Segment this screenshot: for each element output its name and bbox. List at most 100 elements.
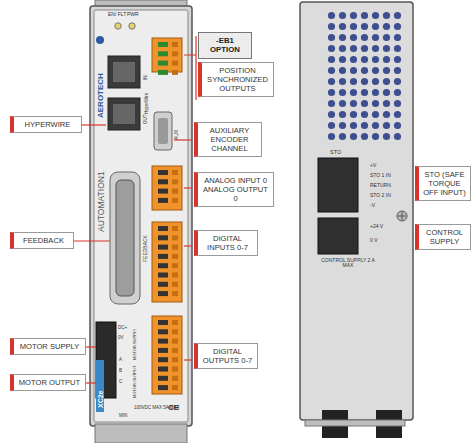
vertical-label: HyperWire bbox=[145, 93, 150, 114]
callout-text: MOTOR SUPPLY bbox=[17, 342, 82, 351]
callout-text: MOTOR OUTPUT bbox=[17, 378, 82, 387]
callout-leaders bbox=[86, 346, 96, 347]
panel-label: RETURN bbox=[370, 183, 391, 188]
terminal-pins bbox=[158, 329, 168, 334]
callout-text: AUXILIARY ENCODER CHANNEL bbox=[201, 126, 258, 153]
hyperwire-ports bbox=[108, 56, 140, 130]
terminal-pins bbox=[158, 273, 168, 278]
hyperwire-ports bbox=[108, 98, 140, 130]
terminal-pins bbox=[172, 245, 178, 250]
callout-box: DIGITAL OUTPUTS 0-7 bbox=[194, 343, 258, 369]
callout-leaders bbox=[184, 187, 192, 188]
drive-side bbox=[318, 218, 358, 254]
panel-label: -V bbox=[370, 203, 375, 208]
feedback-connector bbox=[116, 180, 134, 296]
panel-label: STO 2 IN bbox=[370, 193, 391, 198]
drive-front bbox=[90, 6, 192, 426]
terminal-pins bbox=[158, 245, 168, 250]
panel-label: PWR bbox=[127, 12, 139, 17]
terminal-pins bbox=[172, 254, 178, 259]
terminal-pins bbox=[172, 385, 178, 390]
orange-terminal-blocks bbox=[152, 316, 182, 394]
terminal-pins bbox=[158, 42, 168, 47]
terminal-pins bbox=[158, 339, 168, 344]
vertical-label: OUT bbox=[144, 115, 149, 125]
callout-leaders bbox=[184, 359, 192, 360]
callout-text: DIGITAL OUTPUTS 0-7 bbox=[201, 347, 254, 365]
panel-label: STO 1 IN bbox=[370, 173, 391, 178]
callout-box: MOTOR OUTPUT bbox=[10, 374, 86, 391]
callout-box: FEEDBACK bbox=[10, 232, 74, 249]
terminal-pins bbox=[172, 367, 178, 372]
drive-front bbox=[96, 36, 104, 44]
callout-box: DIGITAL INPUTS 0-7 bbox=[194, 230, 258, 256]
vertical-label: AEROTECH bbox=[97, 73, 105, 118]
orange-terminal-blocks bbox=[152, 166, 182, 210]
panel-label: MIN bbox=[119, 414, 127, 419]
orange-terminal-blocks bbox=[152, 222, 182, 302]
callout-leaders bbox=[74, 240, 110, 241]
terminal-pins bbox=[172, 339, 178, 344]
vertical-label: MOTOR OUTPUT bbox=[133, 366, 137, 398]
callout-box: AUXILIARY ENCODER CHANNEL bbox=[194, 122, 262, 157]
hyperwire-ports bbox=[113, 62, 135, 82]
terminal-pins bbox=[158, 320, 168, 325]
terminal-pins bbox=[172, 291, 178, 296]
terminal-pins bbox=[172, 198, 178, 203]
terminal-pins bbox=[158, 198, 168, 203]
panel-label: CONTROL SUPPLY 2 A MAX bbox=[318, 258, 378, 268]
terminal-pins bbox=[172, 357, 178, 362]
panel-label: DC+ bbox=[118, 326, 127, 331]
drive-side bbox=[300, 2, 413, 420]
terminal-pins bbox=[158, 61, 168, 66]
terminal-pins bbox=[172, 179, 178, 184]
terminal-pins bbox=[172, 235, 178, 240]
vertical-label: IN bbox=[144, 76, 149, 81]
motor-connector bbox=[96, 360, 104, 412]
callout-text: ANALOG INPUT 0 ANALOG OUTPUT 0 bbox=[201, 176, 270, 203]
panel-label: EN/ FLT bbox=[108, 12, 126, 17]
terminal-pins bbox=[158, 376, 168, 381]
terminal-pins bbox=[158, 282, 168, 287]
vertical-label: XC2e bbox=[97, 390, 104, 408]
feedback-connector bbox=[110, 172, 140, 304]
callout-text: -EB1 OPTION bbox=[202, 36, 248, 55]
terminal-pins bbox=[158, 170, 168, 175]
drive-side bbox=[398, 212, 406, 220]
terminal-pins bbox=[172, 189, 178, 194]
hyperwire-ports bbox=[113, 104, 135, 124]
terminal-pins bbox=[158, 291, 168, 296]
terminal-pins bbox=[172, 273, 178, 278]
terminal-pins bbox=[172, 42, 178, 47]
terminal-pins bbox=[172, 263, 178, 268]
terminal-pins bbox=[172, 320, 178, 325]
drive-side bbox=[318, 158, 358, 212]
drive-side bbox=[326, 10, 403, 142]
panel-label: 0V bbox=[118, 336, 124, 341]
aux-connector bbox=[158, 118, 168, 144]
orange-terminal-blocks bbox=[152, 38, 182, 394]
callout-text: STO (SAFE TORQUE OFF INPUT) bbox=[422, 170, 467, 197]
callout-leaders bbox=[184, 36, 196, 100]
panel-label: STO bbox=[330, 150, 341, 156]
drive-side bbox=[300, 2, 413, 438]
aux-connector bbox=[154, 112, 172, 150]
terminal-pins bbox=[158, 385, 168, 390]
terminal-pins bbox=[158, 254, 168, 259]
aux-connector bbox=[154, 112, 172, 150]
option-tag: -EB1 OPTION bbox=[198, 32, 252, 59]
terminal-pins bbox=[158, 348, 168, 353]
terminal-pins bbox=[172, 61, 178, 66]
terminal-pins bbox=[158, 51, 168, 56]
vertical-label: MOTOR SUPPLY bbox=[133, 329, 137, 360]
callout-box: MOTOR SUPPLY bbox=[10, 338, 86, 355]
terminal-pins bbox=[158, 226, 168, 231]
terminal-pins bbox=[172, 376, 178, 381]
callout-text: FEEDBACK bbox=[17, 236, 70, 245]
panel-label: A bbox=[119, 358, 122, 363]
terminal-pins bbox=[172, 51, 178, 56]
motor-connector bbox=[96, 322, 116, 412]
terminal-pins bbox=[172, 170, 178, 175]
terminal-pins bbox=[158, 235, 168, 240]
callout-text: POSITION SYNCHRONIZED OUTPUTS bbox=[205, 66, 270, 93]
